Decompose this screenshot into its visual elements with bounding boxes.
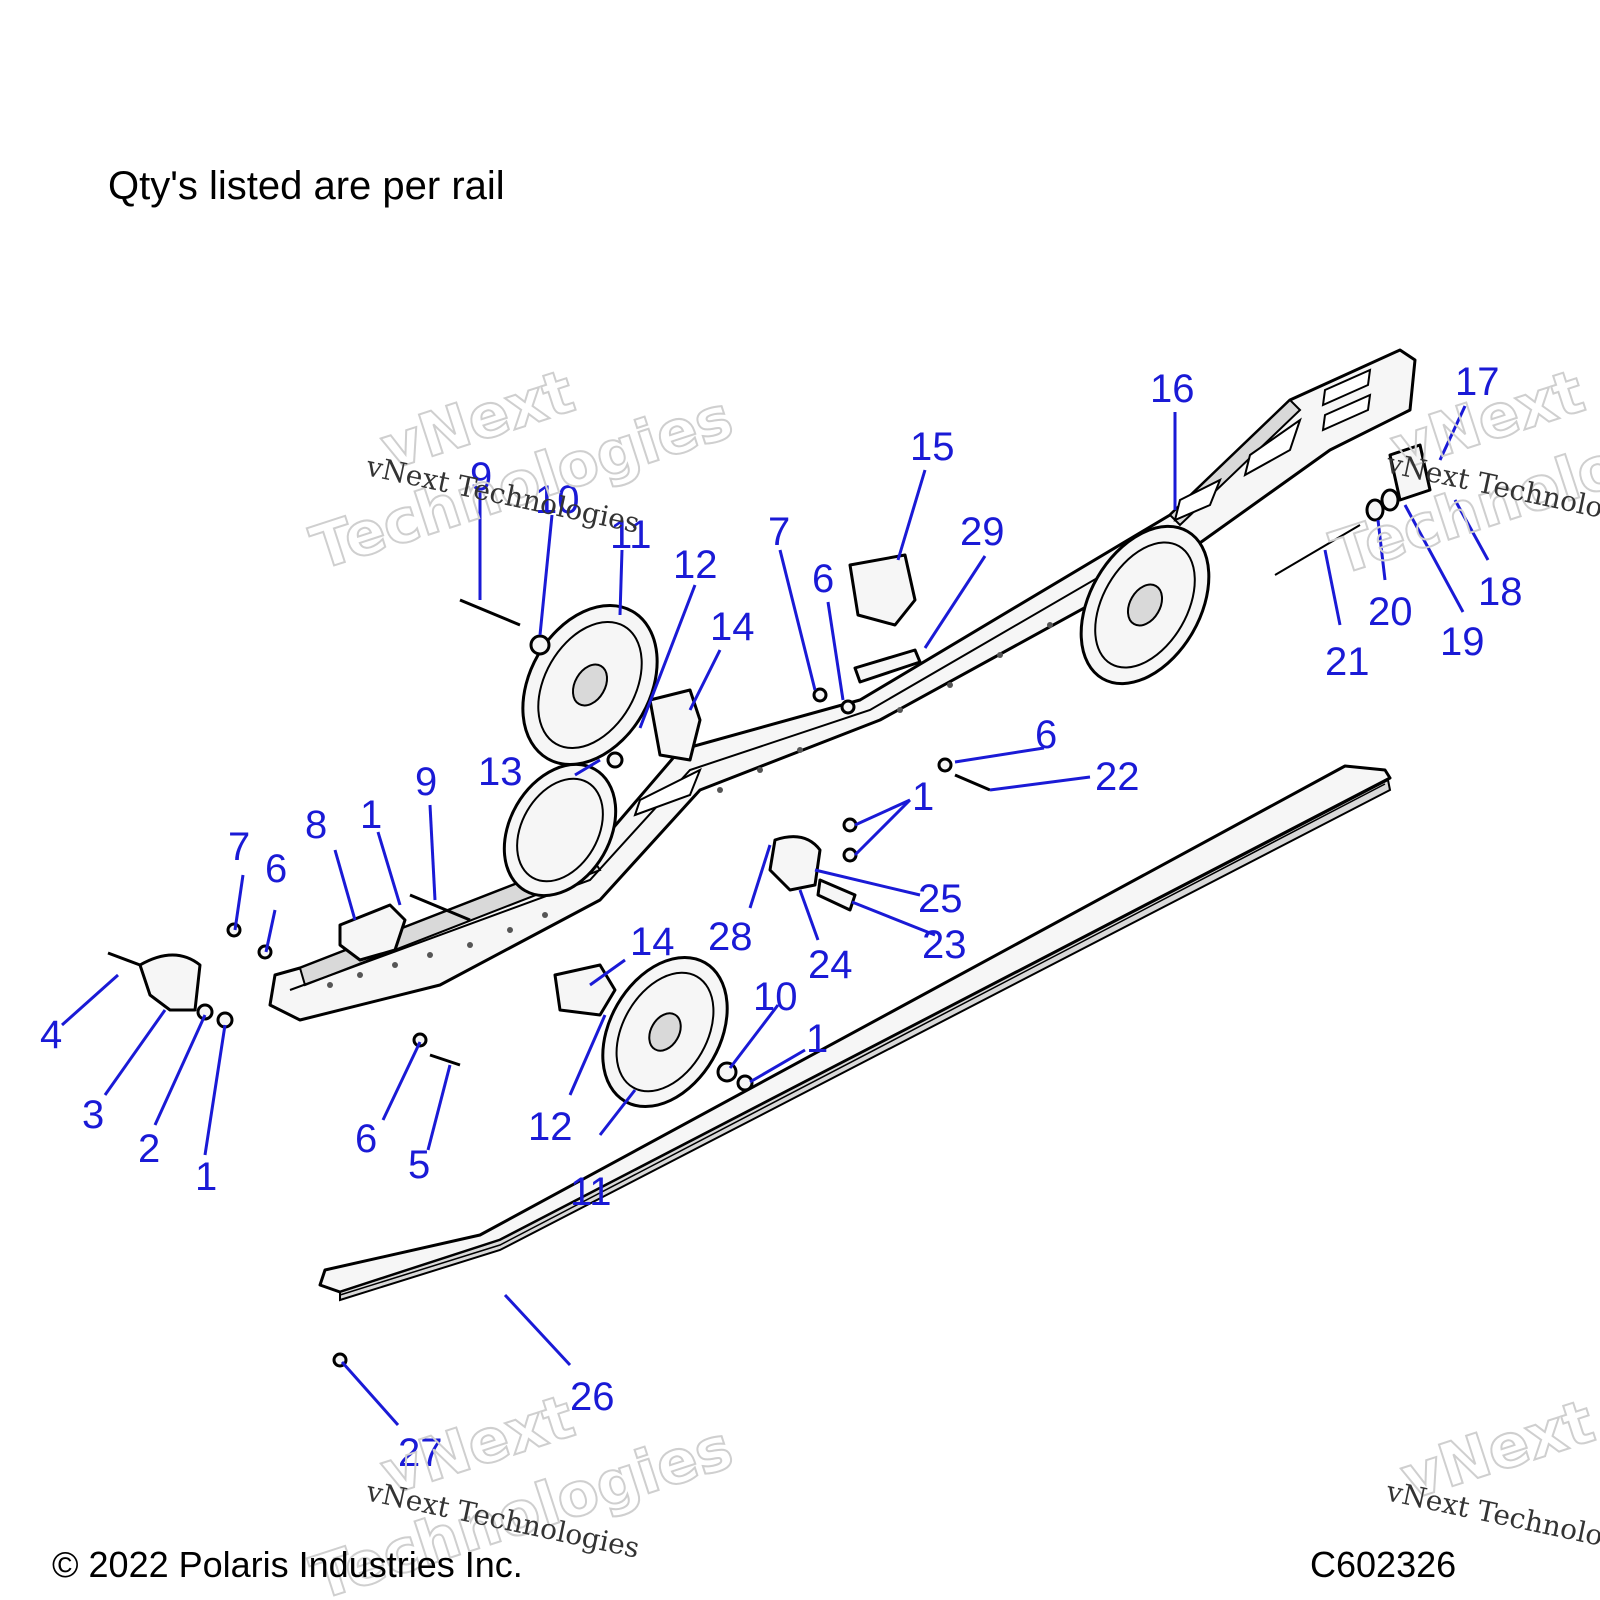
callout-labels: 1 1 1 1 2 3 4 5 6 6 6 6 7 7 8 9 9 10 10 … (40, 360, 1523, 1475)
callout-11-b: 11 (570, 1170, 612, 1214)
callout-21: 21 (1325, 640, 1370, 684)
callout-6-a: 6 (265, 847, 287, 891)
callout-1-a: 1 (195, 1155, 217, 1199)
callout-26: 26 (570, 1375, 615, 1419)
callout-15: 15 (910, 425, 955, 469)
callout-3: 3 (82, 1093, 104, 1137)
callout-11-a: 11 (610, 513, 652, 557)
callout-10-b: 10 (753, 975, 798, 1019)
callout-9-a: 9 (470, 455, 492, 499)
callout-29: 29 (960, 510, 1005, 554)
callout-17: 17 (1455, 360, 1500, 404)
callout-12-a: 12 (673, 543, 718, 587)
hyfax-slide (318, 764, 1392, 1302)
callout-25: 25 (918, 877, 963, 921)
callout-24: 24 (808, 943, 853, 987)
hardware-parts (107, 443, 1432, 1368)
callout-9-b: 9 (415, 760, 437, 804)
qty-note: Qty's listed are per rail (108, 164, 505, 208)
idler-wheel-lower (601, 955, 729, 1109)
callout-6-b: 6 (355, 1117, 377, 1161)
idler-wheel-upper-left (521, 604, 659, 766)
copyright-notice: © 2022 Polaris Industries Inc. (52, 1544, 523, 1585)
callout-2: 2 (138, 1127, 160, 1171)
callout-14-a: 14 (710, 605, 755, 649)
figure-id: C602326 (1310, 1544, 1457, 1585)
callout-14-b: 14 (630, 920, 675, 964)
callout-10-a: 10 (535, 478, 580, 522)
callout-7-a: 7 (228, 825, 250, 869)
callout-23: 23 (922, 923, 967, 967)
callout-1-d: 1 (806, 1017, 828, 1061)
callout-19: 19 (1440, 620, 1485, 664)
callout-20: 20 (1368, 590, 1413, 634)
callout-4: 4 (40, 1013, 62, 1057)
callout-22: 22 (1095, 755, 1140, 799)
callout-16: 16 (1150, 367, 1195, 411)
callout-27: 27 (398, 1431, 443, 1475)
idler-wheel-middle (502, 762, 618, 898)
callout-13: 13 (478, 750, 523, 794)
callout-7-b: 7 (768, 510, 790, 554)
callout-28: 28 (708, 915, 753, 959)
callout-1-c: 1 (912, 775, 934, 819)
callout-6-c: 6 (1035, 713, 1057, 757)
idler-wheel-rear (1079, 524, 1211, 686)
callout-8: 8 (305, 803, 327, 847)
callout-18: 18 (1478, 570, 1523, 614)
callout-6-d: 6 (812, 557, 834, 601)
leader-lines (61, 405, 1490, 1426)
callout-1-b: 1 (360, 793, 382, 837)
callout-12-b: 12 (528, 1105, 573, 1149)
callout-5: 5 (408, 1143, 430, 1187)
